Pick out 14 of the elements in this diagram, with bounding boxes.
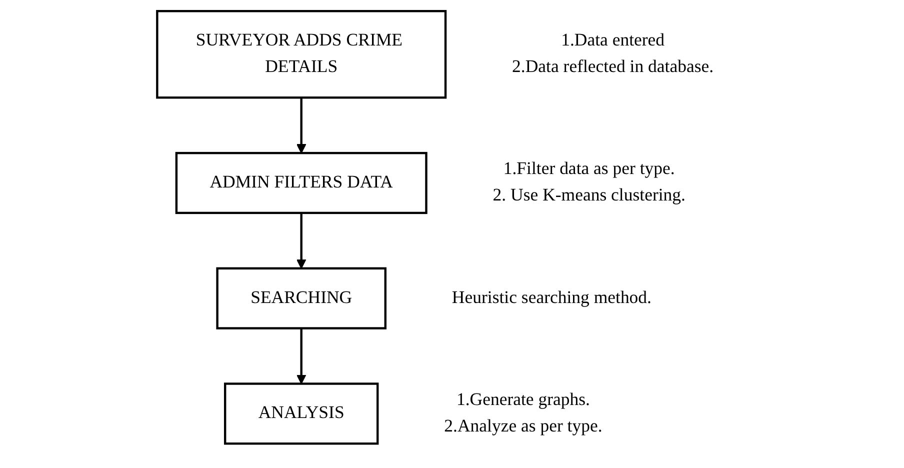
node-box: SURVEYOR ADDS CRIME DETAILS [156,10,447,99]
arrow [296,328,306,384]
node-box: ANALYSIS [224,382,379,445]
node-label: 1.Data entered [561,31,665,50]
node-label: 1.Generate graphs. [456,390,590,410]
node-label: 2. Use K-means clustering. [492,186,686,206]
arrow [296,98,306,154]
node-box: SEARCHING [216,267,386,330]
node-label: Heuristic searching method. [452,288,652,308]
node-label: 2.Analyze as per type. [444,416,602,436]
arrow [296,212,306,269]
node-label: 1.Filter data as per type. [503,160,675,179]
node-box: ADMIN FILTERS DATA [175,152,428,214]
node-label: 2.Data reflected in database. [512,58,714,77]
